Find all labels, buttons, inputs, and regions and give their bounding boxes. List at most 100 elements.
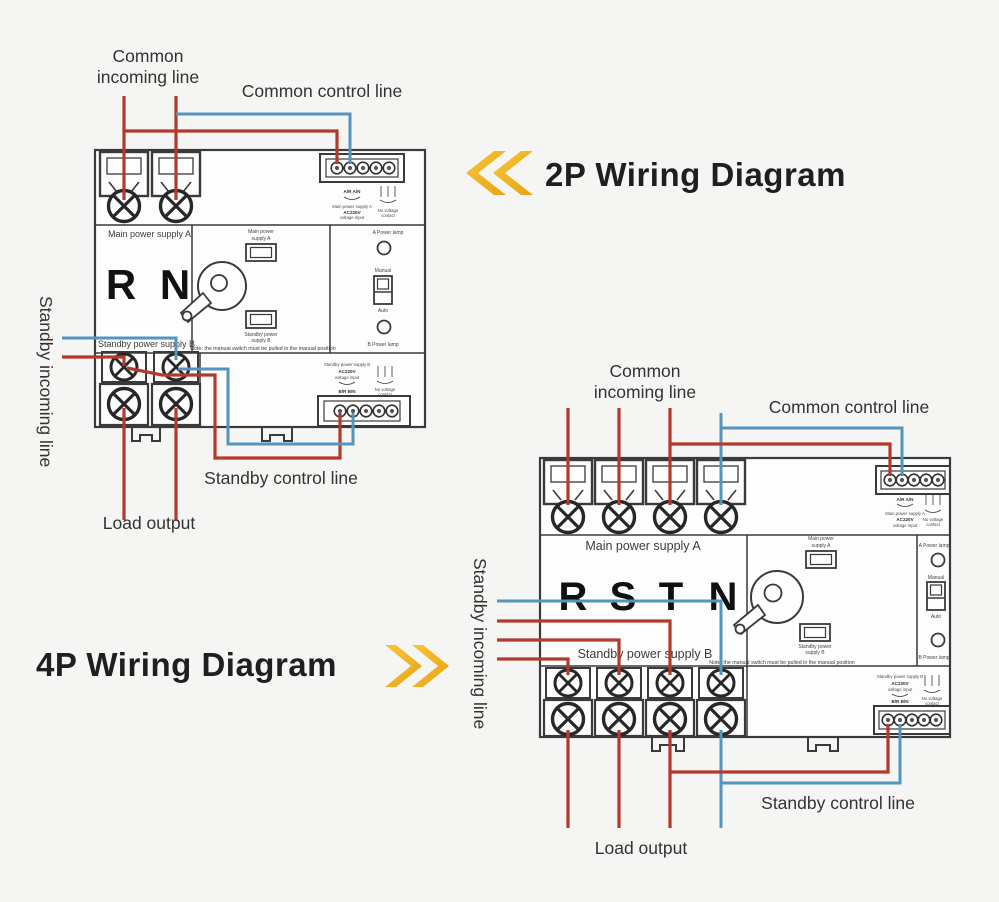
screw-terminal-icon <box>905 713 919 727</box>
screw-terminal-icon <box>550 701 586 737</box>
indicator-label: supply B <box>251 338 271 344</box>
block-text: contact <box>378 392 393 397</box>
din-clip <box>807 737 839 752</box>
screw-terminal-icon <box>652 499 688 535</box>
lamp-a-label: A Power lamp <box>373 230 404 236</box>
control-terminal-block-bottom <box>873 675 951 735</box>
labels-2p: Common incoming line Common control line… <box>36 46 402 533</box>
main-supply-label: Main power supply A <box>585 539 701 553</box>
indicator-window-main <box>805 550 837 569</box>
wire-red-control-tap <box>124 129 339 164</box>
rotary-switch-icon <box>179 261 247 324</box>
screw-terminal-icon <box>907 473 921 487</box>
chevron-left-icon <box>493 151 533 195</box>
screw-terminal-icon <box>703 499 739 535</box>
pole-letter: S <box>610 575 637 619</box>
screw-terminal-icon <box>382 161 396 175</box>
block-text: contact <box>925 701 940 706</box>
common-control-label: Common control line <box>769 397 929 417</box>
chevron-left-icon <box>466 151 506 195</box>
block-text: AC220V <box>343 210 361 215</box>
wire-red-standby-in <box>497 619 672 675</box>
block-text: contact <box>926 522 941 527</box>
manual-label: Manual <box>375 268 391 274</box>
manual-note: Note: the manual switch must be pulled i… <box>190 346 336 352</box>
block-pins-label: B/R B/N <box>891 699 909 704</box>
power-lamp-a-icon <box>376 240 392 256</box>
wire-blue-standby-control <box>721 724 902 785</box>
main-supply-label: Main power supply A <box>108 229 191 239</box>
wire-blue-control-tap <box>176 112 352 164</box>
wire-blue-standby-in <box>497 599 723 675</box>
block-pins-label: A/R A/N <box>344 189 362 194</box>
power-lamp-b-icon <box>930 632 946 648</box>
block-text: Main power supply A <box>332 204 372 209</box>
control-terminal-block-bottom <box>317 366 411 427</box>
power-lamp-b-icon <box>376 319 392 335</box>
control-terminal-block-top <box>875 465 951 513</box>
chevron-right-icon <box>385 645 422 687</box>
pole-letter: R <box>559 575 588 619</box>
heading-4p-title: 4P Wiring Diagram <box>36 646 337 683</box>
pole-letter: R <box>106 261 136 308</box>
block-text: No voltage <box>922 696 943 701</box>
wire-red-standby-control <box>670 724 890 774</box>
manual-label: Manual <box>928 575 944 581</box>
standby-supply-label: Standby power supply B <box>98 339 195 349</box>
block-text: Standby power supply B <box>324 362 370 367</box>
indicator-label: supply B <box>805 650 825 656</box>
common-control-label: Common control line <box>242 81 402 101</box>
lamp-a-label: A Power lamp <box>919 543 950 549</box>
pole-letter: T <box>659 575 683 619</box>
lamp-b-label: B Power lamp <box>918 655 949 661</box>
block-text: No voltage <box>923 517 944 522</box>
terminal-housing <box>101 351 147 383</box>
heading-4p: 4P Wiring Diagram <box>36 645 449 687</box>
screw-terminal-icon <box>601 701 637 737</box>
indicator-window-standby <box>245 310 277 329</box>
screw-terminal-icon <box>550 499 586 535</box>
block-text: contact <box>381 213 396 218</box>
indicator-label: supply A <box>812 543 832 549</box>
indicator-label: Standby power <box>244 332 278 338</box>
device-body <box>93 148 427 429</box>
block-text: Standby power supply B <box>877 674 923 679</box>
block-text: voltage input <box>340 215 365 220</box>
standby-control-label: Standby control line <box>204 468 358 488</box>
screw-terminal-icon <box>601 499 637 535</box>
indicator-label: Main power <box>808 536 834 542</box>
din-clip <box>131 427 161 442</box>
indicator-label: supply A <box>252 236 272 242</box>
screw-terminal-icon <box>929 713 943 727</box>
din-clip <box>261 427 293 442</box>
screw-terminal-icon <box>385 404 399 418</box>
block-text: AC220V <box>891 681 909 686</box>
manual-note: Note: the manual switch must be pulled i… <box>709 660 855 666</box>
panel-dividers <box>95 224 425 427</box>
standby-incoming-label: Standby incoming line <box>470 558 490 729</box>
wire-red-standby-control <box>126 366 342 460</box>
common-incoming-label: Common <box>113 46 184 66</box>
block-text: AC220V <box>338 369 356 374</box>
standby-control-label: Standby control line <box>761 793 915 813</box>
manual-auto-toggle-icon <box>926 581 946 611</box>
chevron-right-icon <box>412 645 449 687</box>
load-output-label: Load output <box>103 513 196 533</box>
indicator-label: Standby power <box>798 644 832 650</box>
auto-label: Auto <box>378 308 389 314</box>
common-incoming-label: Common <box>610 361 681 381</box>
screw-terminal-icon <box>919 473 933 487</box>
din-clip <box>651 737 685 752</box>
pole-letter: N <box>160 261 190 308</box>
load-output-label: Load output <box>595 838 688 858</box>
heading-2p: 2P Wiring Diagram <box>466 151 846 195</box>
auto-label: Auto <box>931 614 942 620</box>
wire-blue-standby-control <box>178 367 355 446</box>
block-text: No voltage <box>378 208 399 213</box>
block-pins-label: B/R B/N <box>338 389 356 394</box>
wires-2p <box>62 96 355 520</box>
block-text: voltage input <box>888 687 913 692</box>
screw-terminal-icon <box>917 713 931 727</box>
